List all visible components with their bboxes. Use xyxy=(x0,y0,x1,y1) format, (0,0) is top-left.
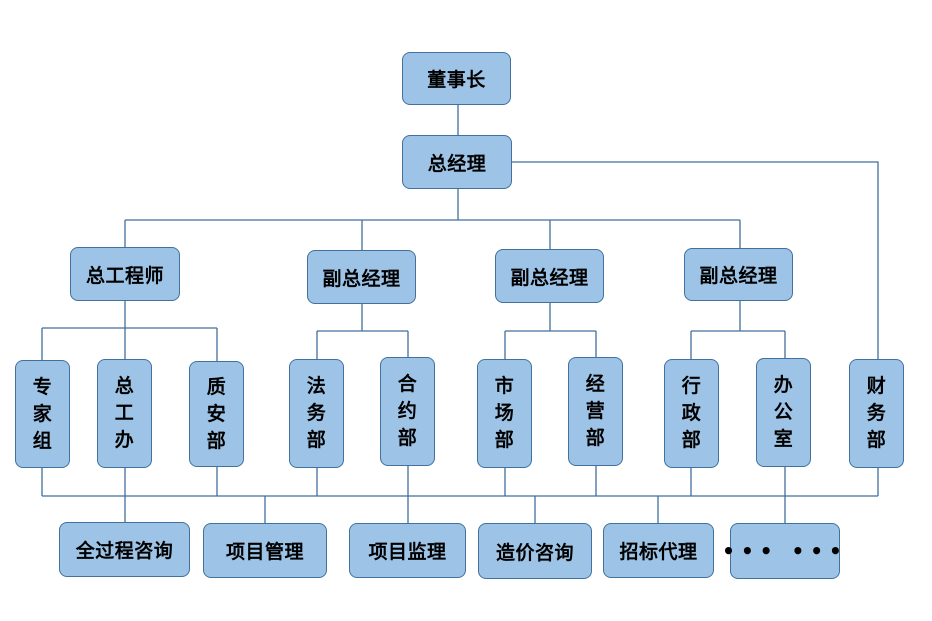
service-full-process-consulting: 全过程咨询 xyxy=(59,522,190,577)
node-char: 办 xyxy=(773,374,794,396)
node-char: 家 xyxy=(32,402,53,425)
node-admin-dept: 行 政 部 xyxy=(664,359,719,468)
node-label: 总工程师 xyxy=(85,264,164,287)
node-operations-dept: 经 营 部 xyxy=(568,357,623,466)
node-char: 法 xyxy=(306,375,327,397)
node-char: 场 xyxy=(494,402,515,424)
node-char: 部 xyxy=(397,427,418,449)
node-char: 部 xyxy=(494,429,515,451)
node-deputy-gm-1: 副总经理 xyxy=(307,250,416,304)
node-char: 部 xyxy=(681,429,702,451)
node-office: 办 公 室 xyxy=(756,358,811,467)
node-expert-group: 专 家 组 xyxy=(15,360,70,468)
node-char: 总 xyxy=(114,375,135,397)
service-bidding-agency: 招标代理 xyxy=(603,523,714,578)
node-char: 务 xyxy=(306,402,327,424)
node-char: 营 xyxy=(585,400,606,422)
node-char: 质 xyxy=(206,375,227,398)
node-label: 董事长 xyxy=(427,69,486,91)
node-deputy-gm-2: 副总经理 xyxy=(495,249,604,303)
node-char: 行 xyxy=(681,375,702,397)
node-char: 市 xyxy=(494,375,515,397)
node-label: 副总经理 xyxy=(699,265,778,287)
service-label: 项目管理 xyxy=(225,541,304,563)
service-label: 招标代理 xyxy=(619,541,698,563)
node-chairman: 董事长 xyxy=(402,52,511,105)
node-char: 经 xyxy=(585,373,606,395)
node-char: 部 xyxy=(306,429,327,451)
node-char: 财 xyxy=(866,375,887,397)
node-char: 工 xyxy=(114,402,135,424)
node-chief-engineer-office: 总 工 办 xyxy=(97,359,152,468)
node-char: 安 xyxy=(206,402,227,425)
ellipsis-icon: ••• ••• xyxy=(722,539,848,563)
node-char: 组 xyxy=(32,429,53,452)
service-cost-consulting: 造价咨询 xyxy=(478,523,592,579)
node-quality-safety-dept: 质 安 部 xyxy=(189,361,244,467)
node-char: 部 xyxy=(866,429,887,451)
service-more: ••• ••• xyxy=(722,523,842,579)
node-market-dept: 市 场 部 xyxy=(477,359,532,468)
service-project-supervision: 项目监理 xyxy=(349,523,466,578)
node-finance-dept: 财 务 部 xyxy=(849,359,904,468)
node-char: 公 xyxy=(773,401,794,423)
service-label: 项目监理 xyxy=(368,541,447,563)
node-char: 室 xyxy=(773,428,794,450)
node-general-manager: 总经理 xyxy=(402,135,512,189)
service-label: 全过程咨询 xyxy=(75,540,174,562)
node-char: 部 xyxy=(206,429,227,452)
node-char: 专 xyxy=(32,375,53,398)
node-char: 务 xyxy=(866,402,887,424)
node-chief-engineer: 总工程师 xyxy=(70,247,180,301)
service-label: 造价咨询 xyxy=(495,541,574,564)
node-deputy-gm-3: 副总经理 xyxy=(684,248,793,301)
node-label: 总经理 xyxy=(427,152,487,175)
node-char: 约 xyxy=(397,400,418,422)
node-char: 合 xyxy=(397,373,418,395)
node-legal-dept: 法 务 部 xyxy=(289,359,344,468)
node-label: 副总经理 xyxy=(322,267,401,290)
service-project-management: 项目管理 xyxy=(203,523,327,578)
node-label: 副总经理 xyxy=(510,266,589,289)
node-char: 办 xyxy=(114,429,135,451)
node-char: 部 xyxy=(585,427,606,449)
node-contract-dept: 合 约 部 xyxy=(380,357,435,466)
node-char: 政 xyxy=(681,402,702,424)
